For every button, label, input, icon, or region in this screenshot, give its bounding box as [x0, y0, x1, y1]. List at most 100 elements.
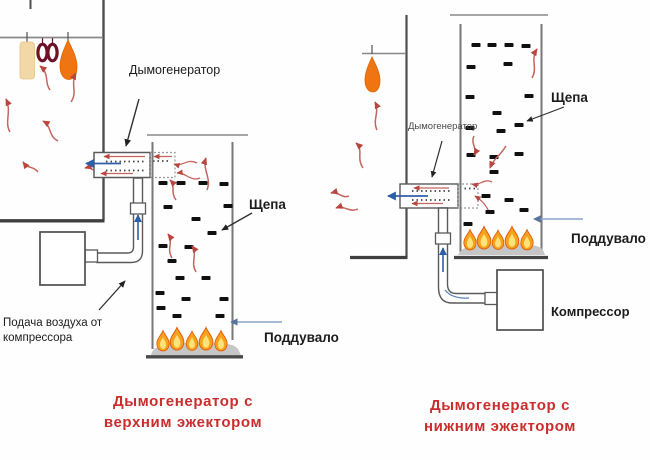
- left-flames: [156, 326, 228, 352]
- left-column-smoke-arrows: [167, 157, 210, 273]
- chips-pointer-arrow: [221, 212, 253, 231]
- right-flames: [463, 225, 534, 251]
- air-pipe: [437, 207, 487, 304]
- perforation-dots: [106, 160, 171, 172]
- generator-pointer-arrow: [124, 98, 140, 147]
- left-air-supply-label: Подача воздуха от компрессора: [3, 316, 102, 346]
- compressor-outlet: [484, 291, 499, 306]
- right-ejector: [387, 180, 493, 215]
- wood-chip: [521, 44, 531, 48]
- smoke-arrow-icon: [173, 160, 198, 169]
- flame-icon: [520, 229, 534, 251]
- left-hanging-products: [19, 32, 78, 80]
- ham: [364, 56, 381, 93]
- column-walls: [459, 24, 543, 252]
- right-compressor-label: Компрессор: [551, 304, 630, 319]
- flame-icon: [504, 225, 520, 250]
- wood-chip: [485, 210, 495, 214]
- flame-icon: [214, 330, 228, 352]
- sausage-ring: [36, 42, 49, 63]
- smoke-arrow-icon: [200, 157, 210, 191]
- left-air-supply: [39, 177, 147, 311]
- smoke-arrow-icon: [472, 135, 481, 156]
- left-air-supply-line2: компрессора: [3, 331, 73, 344]
- wood-chip: [519, 208, 529, 212]
- wood-chip: [156, 306, 166, 310]
- wood-chip: [155, 291, 165, 295]
- wood-chip: [158, 181, 168, 185]
- smoke-arrow-icon: [42, 120, 59, 142]
- compressor-box: [39, 231, 86, 286]
- wood-chip: [176, 181, 186, 185]
- wood-chip: [191, 217, 201, 221]
- flame-icon: [198, 326, 214, 351]
- wood-chip: [524, 94, 534, 98]
- wood-chip: [487, 43, 497, 47]
- left-caption: Дымогенератор с верхним эжектором: [87, 391, 279, 433]
- right-wood-chips: [463, 43, 534, 226]
- wood-chip: [492, 111, 502, 115]
- smoke-arrow-icon: [176, 169, 201, 180]
- right-chamber-smoke-arrows: [330, 101, 381, 211]
- flame-icon: [476, 225, 492, 250]
- smoke-arrow-icon: [374, 101, 381, 131]
- column-walls: [151, 142, 234, 349]
- ham: [59, 39, 78, 80]
- left-blower-label: Поддувало: [264, 330, 339, 345]
- flame-icon: [463, 229, 477, 251]
- sausage-ring: [46, 42, 59, 63]
- compressor-box: [496, 269, 544, 331]
- wood-chip: [219, 297, 229, 301]
- wood-chip: [514, 123, 524, 127]
- wood-chip: [163, 205, 173, 209]
- wood-chip: [503, 62, 513, 66]
- left-generator-label: Дымогенератор: [129, 63, 221, 77]
- right-chip-column: [450, 14, 548, 260]
- left-ejector: [85, 151, 201, 180]
- flame-icon: [491, 229, 505, 250]
- wood-chip: [514, 152, 524, 156]
- meat-slab: [19, 41, 35, 80]
- wood-chip: [172, 314, 182, 318]
- smoke-arrow-icon: [69, 72, 77, 103]
- wood-chip: [215, 314, 225, 318]
- left-chips-label: Щепа: [249, 197, 286, 212]
- smoke-arrow-icon: [471, 180, 493, 189]
- smoke-arrow-icon: [335, 202, 359, 211]
- wood-chip: [158, 244, 168, 248]
- wood-chip: [465, 95, 475, 99]
- smoke-arrow-icon: [355, 142, 364, 169]
- left-caption-line1: Дымогенератор с: [112, 393, 254, 410]
- smoke-arrow-icon: [39, 65, 51, 91]
- wood-chip: [175, 276, 185, 280]
- perforation-dots: [412, 187, 476, 201]
- smoke-arrow-icon: [530, 48, 538, 79]
- flame-icon: [185, 330, 199, 351]
- left-chamber-smoke-arrows: [5, 65, 104, 173]
- wood-chip: [207, 231, 217, 235]
- flame-icon: [156, 330, 170, 352]
- wood-chip: [219, 182, 229, 186]
- right-column-smoke-arrows: [472, 48, 538, 169]
- right-caption-line1: Дымогенератор с: [429, 397, 571, 414]
- flame-icon: [169, 326, 185, 351]
- smoke-arrow-icon: [5, 98, 12, 133]
- wood-chip: [201, 276, 211, 280]
- smoke-arrow-icon: [22, 161, 39, 173]
- chips-pointer-arrow: [526, 106, 565, 122]
- right-blower-label: Поддувало: [571, 231, 646, 246]
- smoke-arrow-icon: [489, 145, 507, 169]
- right-caption-line2: нижним эжектором: [424, 418, 576, 435]
- generator-pointer-arrow: [430, 140, 443, 178]
- air-flow-curve: [444, 289, 470, 299]
- left-smoking-chamber: [0, 0, 105, 223]
- pipe-coupling: [129, 202, 147, 215]
- wood-chip: [466, 65, 476, 69]
- smoke-arrow-icon: [169, 179, 177, 201]
- wood-chip: [198, 181, 208, 185]
- wood-chip: [181, 297, 191, 301]
- left-caption-line2: верхним эжектором: [103, 414, 263, 431]
- wood-chip: [504, 198, 514, 202]
